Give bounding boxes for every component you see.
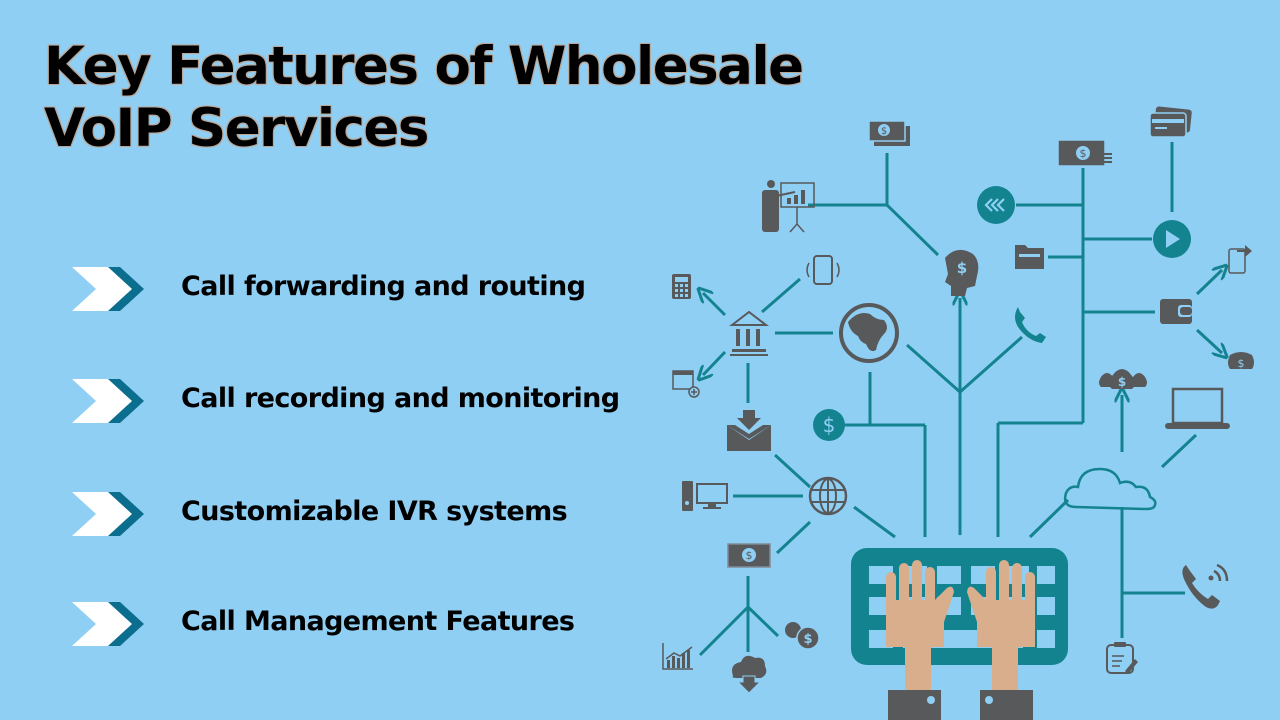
double-chevron-right-icon xyxy=(72,602,144,646)
money-bags-icon: $ xyxy=(1099,369,1147,389)
dollar-circle-icon: $ xyxy=(813,409,845,441)
feature-label: Call recording and monitoring xyxy=(181,383,620,414)
feature-label: Call forwarding and routing xyxy=(181,271,586,302)
bank-icon xyxy=(729,310,769,356)
rewind-circle-icon xyxy=(977,186,1015,224)
credit-card-icon xyxy=(1149,106,1192,138)
network-illustration: $ $ $ xyxy=(662,106,1254,720)
title-line-2: VoIP Services xyxy=(44,98,429,159)
folder-icon xyxy=(1015,245,1044,269)
double-chevron-right-icon xyxy=(72,267,144,311)
cloud-download-icon xyxy=(732,655,767,694)
mail-download-icon xyxy=(727,410,771,451)
feature-item: Call recording and monitoring xyxy=(72,377,641,425)
title-line-1: Key Features of Wholesale xyxy=(44,36,804,97)
laptop-icon xyxy=(1165,387,1230,429)
wallet-icon xyxy=(1160,299,1192,324)
clipboard-edit-icon xyxy=(1106,642,1138,674)
double-chevron-right-icon xyxy=(72,379,144,423)
desktop-computer-icon xyxy=(682,481,728,511)
calendar-add-icon xyxy=(672,370,700,398)
svg-text:$: $ xyxy=(881,126,887,137)
coin-purse-icon: $ xyxy=(1228,352,1254,370)
ringing-phone-icon xyxy=(1182,563,1229,609)
mobile-share-icon xyxy=(1228,245,1252,274)
banknote-icon: $ xyxy=(727,543,771,568)
dollar-head-icon: $ xyxy=(945,249,979,296)
svg-text:$: $ xyxy=(957,259,967,277)
cloud-icon xyxy=(1063,467,1157,511)
feature-item: Call forwarding and routing xyxy=(72,265,641,313)
money-bills-icon: $ xyxy=(1057,139,1112,167)
double-chevron-right-icon xyxy=(72,492,144,536)
svg-text:$: $ xyxy=(823,413,836,437)
svg-text:$: $ xyxy=(746,549,753,562)
vibrating-phone-icon xyxy=(806,255,840,285)
growth-chart-icon xyxy=(662,643,693,670)
feature-item: Call Management Features xyxy=(72,600,641,648)
feature-item: Customizable IVR systems xyxy=(72,490,641,538)
calculator-icon xyxy=(672,274,691,299)
keyboard-icon xyxy=(851,548,1068,665)
feature-label: Customizable IVR systems xyxy=(181,496,568,527)
page-title: Key Features of Wholesale VoIP Services xyxy=(44,36,804,160)
phone-handset-icon xyxy=(1015,307,1046,343)
presenter-chart-icon xyxy=(762,180,815,233)
globe-earth-icon xyxy=(839,303,899,363)
play-circle-icon xyxy=(1153,220,1191,258)
svg-text:$: $ xyxy=(803,632,812,647)
svg-text:$: $ xyxy=(1118,375,1126,389)
www-globe-icon xyxy=(808,476,848,516)
feature-label: Call Management Features xyxy=(181,606,575,637)
coins-icon: $ xyxy=(785,622,820,650)
svg-text:$: $ xyxy=(1080,147,1087,160)
svg-text:$: $ xyxy=(1238,357,1245,370)
banknote-stack-icon: $ xyxy=(868,120,910,146)
hands-icon xyxy=(886,560,1035,695)
